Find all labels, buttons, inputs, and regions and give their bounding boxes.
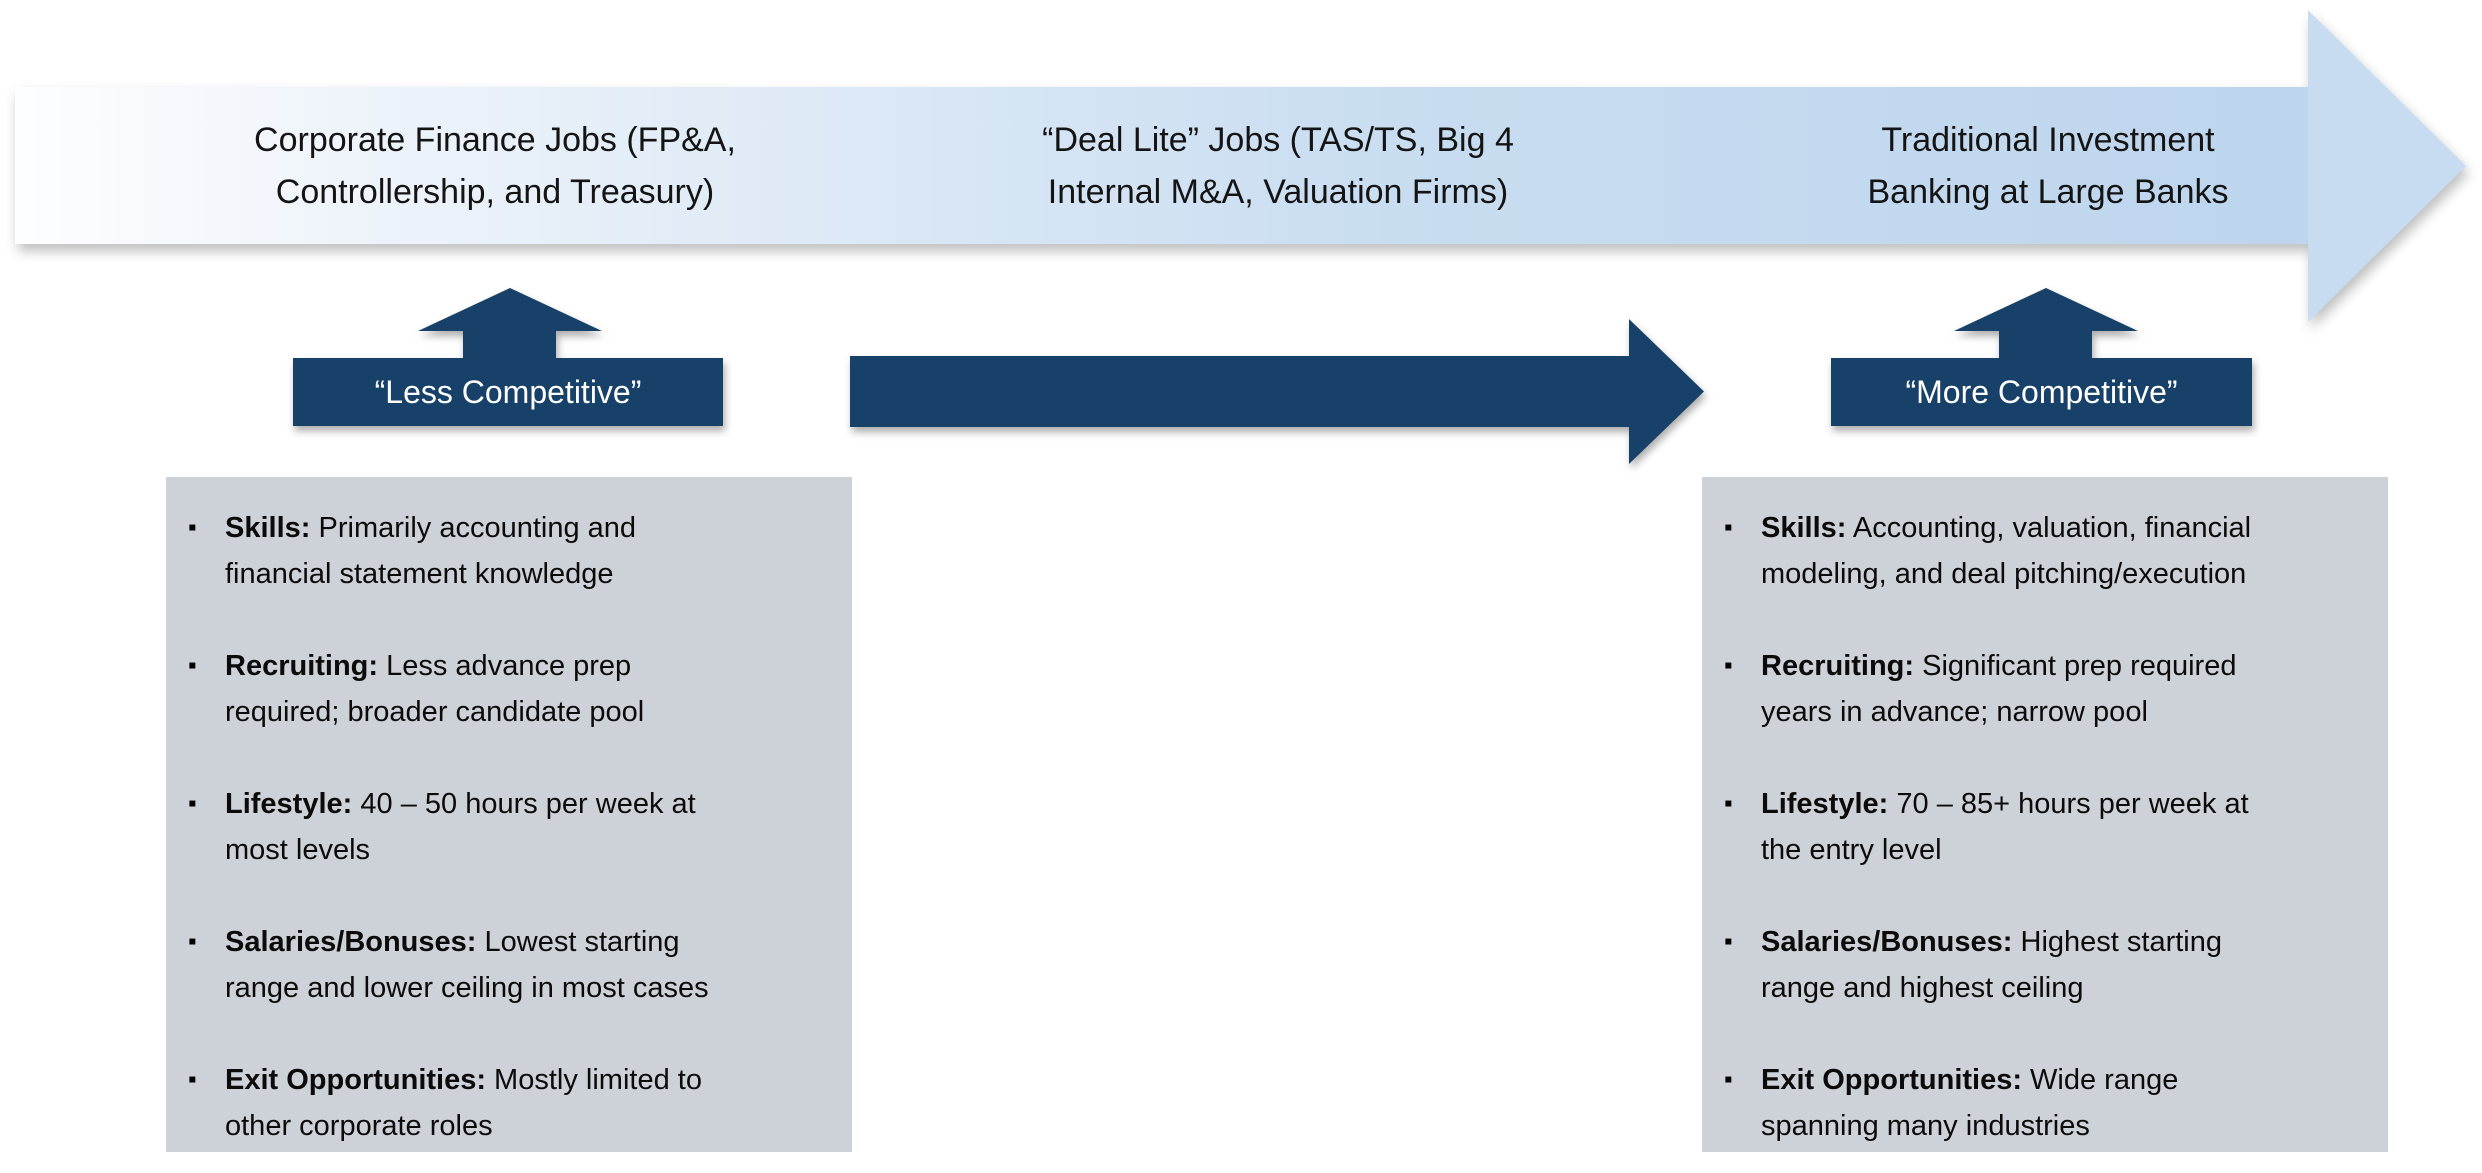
arrow-segment-label-corporate-finance: Corporate Finance Jobs (FP&A, Controller… — [254, 120, 736, 211]
bullet-text: Skills: Primarily accounting and financi… — [225, 505, 636, 597]
bullet-label: Recruiting: — [1761, 650, 1915, 682]
bullet-square-icon: ▪ — [188, 652, 197, 679]
bullet-text: Exit Opportunities: Wide range spanning … — [1761, 1057, 2178, 1149]
up-arrow-icon — [1954, 288, 2138, 331]
left-details-box: ▪ Skills: Primarily accounting and finan… — [166, 477, 852, 1152]
bullet-body: 40 – 50 hours per week at most levels — [225, 788, 696, 866]
bullet-square-icon: ▪ — [188, 928, 197, 955]
right-details-box: ▪ Skills: Accounting, valuation, financi… — [1702, 477, 2388, 1152]
bullet-square-icon: ▪ — [1724, 514, 1733, 541]
bullet-square-icon: ▪ — [1724, 928, 1733, 955]
bullet-text: Lifestyle: 40 – 50 hours per week at mos… — [225, 781, 696, 873]
right-arrow-body — [850, 356, 1630, 427]
bullet-label: Lifestyle: — [1761, 788, 1889, 820]
list-item: ▪ Salaries/Bonuses: Lowest starting rang… — [188, 919, 826, 1011]
bullet-text: Recruiting: Less advance prep required; … — [225, 643, 644, 735]
job-spectrum-arrow-body — [15, 87, 2309, 244]
bullet-body: 70 – 85+ hours per week at the entry lev… — [1761, 788, 2249, 866]
list-item: ▪ Recruiting: Less advance prep required… — [188, 643, 826, 735]
bullet-label: Salaries/Bonuses: — [1761, 926, 2013, 958]
bullet-body: Wide range spanning many industries — [1761, 1064, 2179, 1142]
bullet-square-icon: ▪ — [1724, 652, 1733, 679]
list-item: ▪ Skills: Accounting, valuation, financi… — [1724, 505, 2362, 597]
up-arrow-stem — [1999, 329, 2092, 360]
bullet-square-icon: ▪ — [188, 790, 197, 817]
bullet-square-icon: ▪ — [188, 514, 197, 541]
more-competitive-callout: “More Competitive” — [1831, 358, 2252, 426]
bullet-label: Lifestyle: — [225, 788, 353, 820]
bullet-body: Less advance prep required; broader cand… — [225, 650, 645, 728]
bullet-label: Exit Opportunities: — [225, 1064, 486, 1096]
less-competitive-callout: “Less Competitive” — [293, 358, 723, 426]
bullet-body: Highest starting range and highest ceili… — [1761, 926, 2222, 1004]
list-item: ▪ Exit Opportunities: Mostly limited to … — [188, 1057, 826, 1149]
bullet-text: Lifestyle: 70 – 85+ hours per week at th… — [1761, 781, 2249, 873]
bullet-body: Lowest starting range and lower ceiling … — [225, 926, 709, 1004]
list-item: ▪ Exit Opportunities: Wide range spannin… — [1724, 1057, 2362, 1149]
up-arrow-stem — [463, 329, 556, 360]
bullet-text: Salaries/Bonuses: Highest starting range… — [1761, 919, 2222, 1011]
list-item: ▪ Lifestyle: 70 – 85+ hours per week at … — [1724, 781, 2362, 873]
bullet-text: Recruiting: Significant prep required ye… — [1761, 643, 2236, 735]
list-item: ▪ Lifestyle: 40 – 50 hours per week at m… — [188, 781, 826, 873]
bullet-label: Exit Opportunities: — [1761, 1064, 2022, 1096]
list-item: ▪ Skills: Primarily accounting and finan… — [188, 505, 826, 597]
list-item: ▪ Recruiting: Significant prep required … — [1724, 643, 2362, 735]
bullet-text: Salaries/Bonuses: Lowest starting range … — [225, 919, 709, 1011]
bullet-square-icon: ▪ — [1724, 1066, 1733, 1093]
bullet-body: Mostly limited to other corporate roles — [225, 1064, 702, 1142]
bullet-text: Skills: Accounting, valuation, financial… — [1761, 505, 2251, 597]
arrow-segment-label-investment-banking: Traditional Investment Banking at Large … — [1867, 120, 2229, 211]
list-item: ▪ Salaries/Bonuses: Highest starting ran… — [1724, 919, 2362, 1011]
bullet-label: Salaries/Bonuses: — [225, 926, 477, 958]
bullet-body: Primarily accounting and financial state… — [225, 512, 637, 590]
bullet-label: Recruiting: — [225, 650, 379, 682]
bullet-square-icon: ▪ — [1724, 790, 1733, 817]
bullet-label: Skills: — [225, 512, 311, 544]
bullet-body: Accounting, valuation, financial modelin… — [1761, 512, 2252, 590]
bullet-body: Significant prep required years in advan… — [1761, 650, 2237, 728]
bullet-square-icon: ▪ — [188, 1066, 197, 1093]
bullet-text: Exit Opportunities: Mostly limited to ot… — [225, 1057, 702, 1149]
bullet-label: Skills: — [1761, 512, 1847, 544]
arrow-segment-label-deal-lite: “Deal Lite” Jobs (TAS/TS, Big 4 Internal… — [1042, 120, 1514, 211]
